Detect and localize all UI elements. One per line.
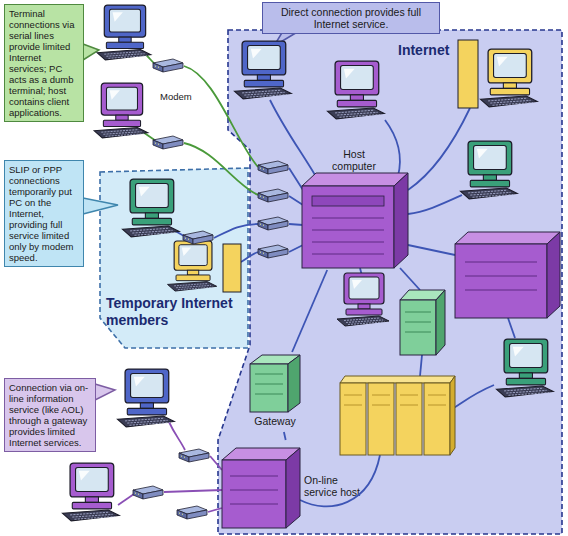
service-pc <box>62 463 119 521</box>
modem <box>153 136 183 149</box>
modem <box>179 449 209 462</box>
part-label: Gateway <box>243 415 307 427</box>
callout-text: Connection via on-line information servi… <box>9 382 91 448</box>
host-computer: Host computer <box>298 145 410 270</box>
callout-box: Direct connection provides full Internet… <box>262 2 440 34</box>
modem <box>177 506 207 519</box>
gateway: Gateway <box>243 352 307 432</box>
modem <box>153 59 183 72</box>
region-label: Internet <box>398 42 449 58</box>
service-pc <box>117 369 174 427</box>
part-label: Modem <box>160 91 192 102</box>
internet-region: InternetHost computerGatewayOn-line serv… <box>200 20 568 536</box>
service-cable <box>168 420 185 450</box>
serial-cable <box>140 130 156 141</box>
callout-text: Terminal connections via serial lines pr… <box>9 8 79 118</box>
callout-text: SLIP or PPP connections temporarily put … <box>9 164 79 263</box>
serial-cable <box>143 52 156 65</box>
temporary-region: Temporary Internet members <box>96 165 252 351</box>
callout-box: Connection via on-line information servi… <box>4 378 96 452</box>
terminal-pc <box>97 5 151 60</box>
callout-pointer <box>83 44 99 60</box>
part-label: On-line service host <box>304 474 370 498</box>
callout-pointer <box>95 384 115 400</box>
service-cable <box>164 490 222 492</box>
online-service-host: On-line service host <box>220 440 372 532</box>
region-outline <box>200 20 568 536</box>
region-label: Temporary Internet members <box>106 295 236 329</box>
region-shape <box>218 30 562 534</box>
part-label: Host computer <box>324 148 384 172</box>
region-shape <box>100 168 248 348</box>
callout-pointer-edge <box>83 44 99 60</box>
callout-pointer-edge <box>95 384 115 400</box>
modem <box>133 486 163 499</box>
callout-box: Terminal connections via serial lines pr… <box>4 4 84 122</box>
service-cable <box>118 494 134 505</box>
callout-text: Direct connection provides full Internet… <box>267 6 435 30</box>
terminal-pc <box>94 83 148 138</box>
callout-box: SLIP or PPP connections temporarily put … <box>4 160 84 267</box>
